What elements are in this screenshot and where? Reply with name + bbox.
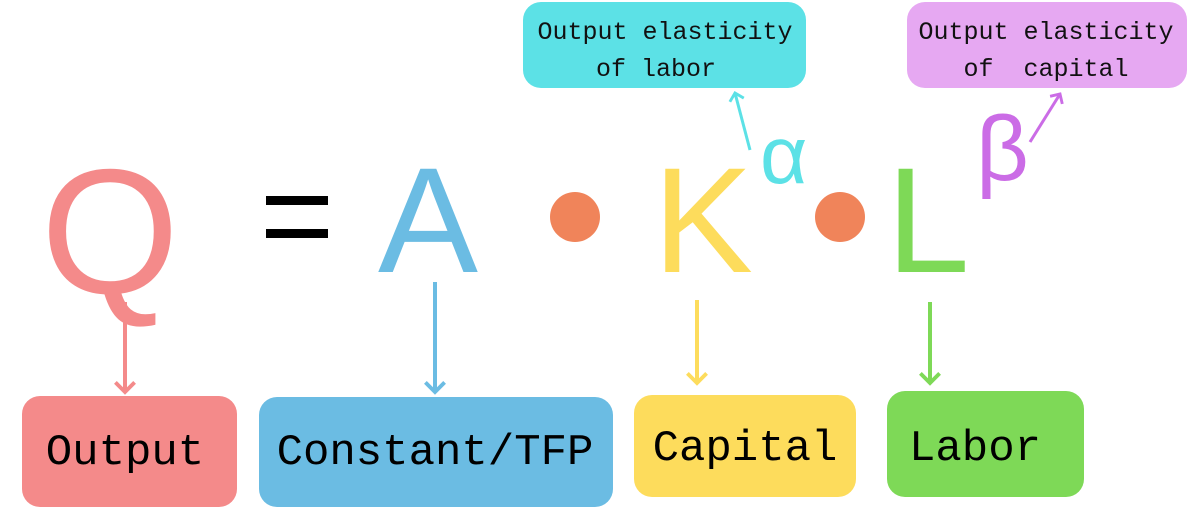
beta-callout: Output elasticity of capital [907,2,1187,88]
alpha-callout-line1: Output elasticity [537,18,792,47]
output-symbol: Q [41,132,179,331]
labor-symbol: L [886,136,969,304]
beta-callout-line2: of capital [963,55,1128,84]
multiply-dot [550,192,600,242]
constant-label-box: Constant/TFP [259,397,613,507]
alpha-arrow [728,91,752,151]
output-label-box: Output [22,396,237,507]
labor-label: Labor [909,424,1041,474]
output-label: Output [46,428,204,478]
equals-sign [266,196,328,238]
constant-symbol: A [378,136,478,304]
beta-callout-line1: Output elasticity [918,18,1173,47]
capital-label-box: Capital [634,395,856,497]
alpha-callout-line2: of labor [596,55,716,84]
constant-label: Constant/TFP [277,428,594,478]
multiply-dot [815,192,865,242]
alpha-callout: Output elasticity of labor [523,2,806,88]
capital-symbol: K [653,136,753,304]
labor-label-box: Labor [887,391,1084,497]
beta-arrow [1028,92,1064,143]
capital-label: Capital [653,424,838,474]
beta-exponent: β [976,98,1029,200]
alpha-exponent: α [760,110,807,201]
